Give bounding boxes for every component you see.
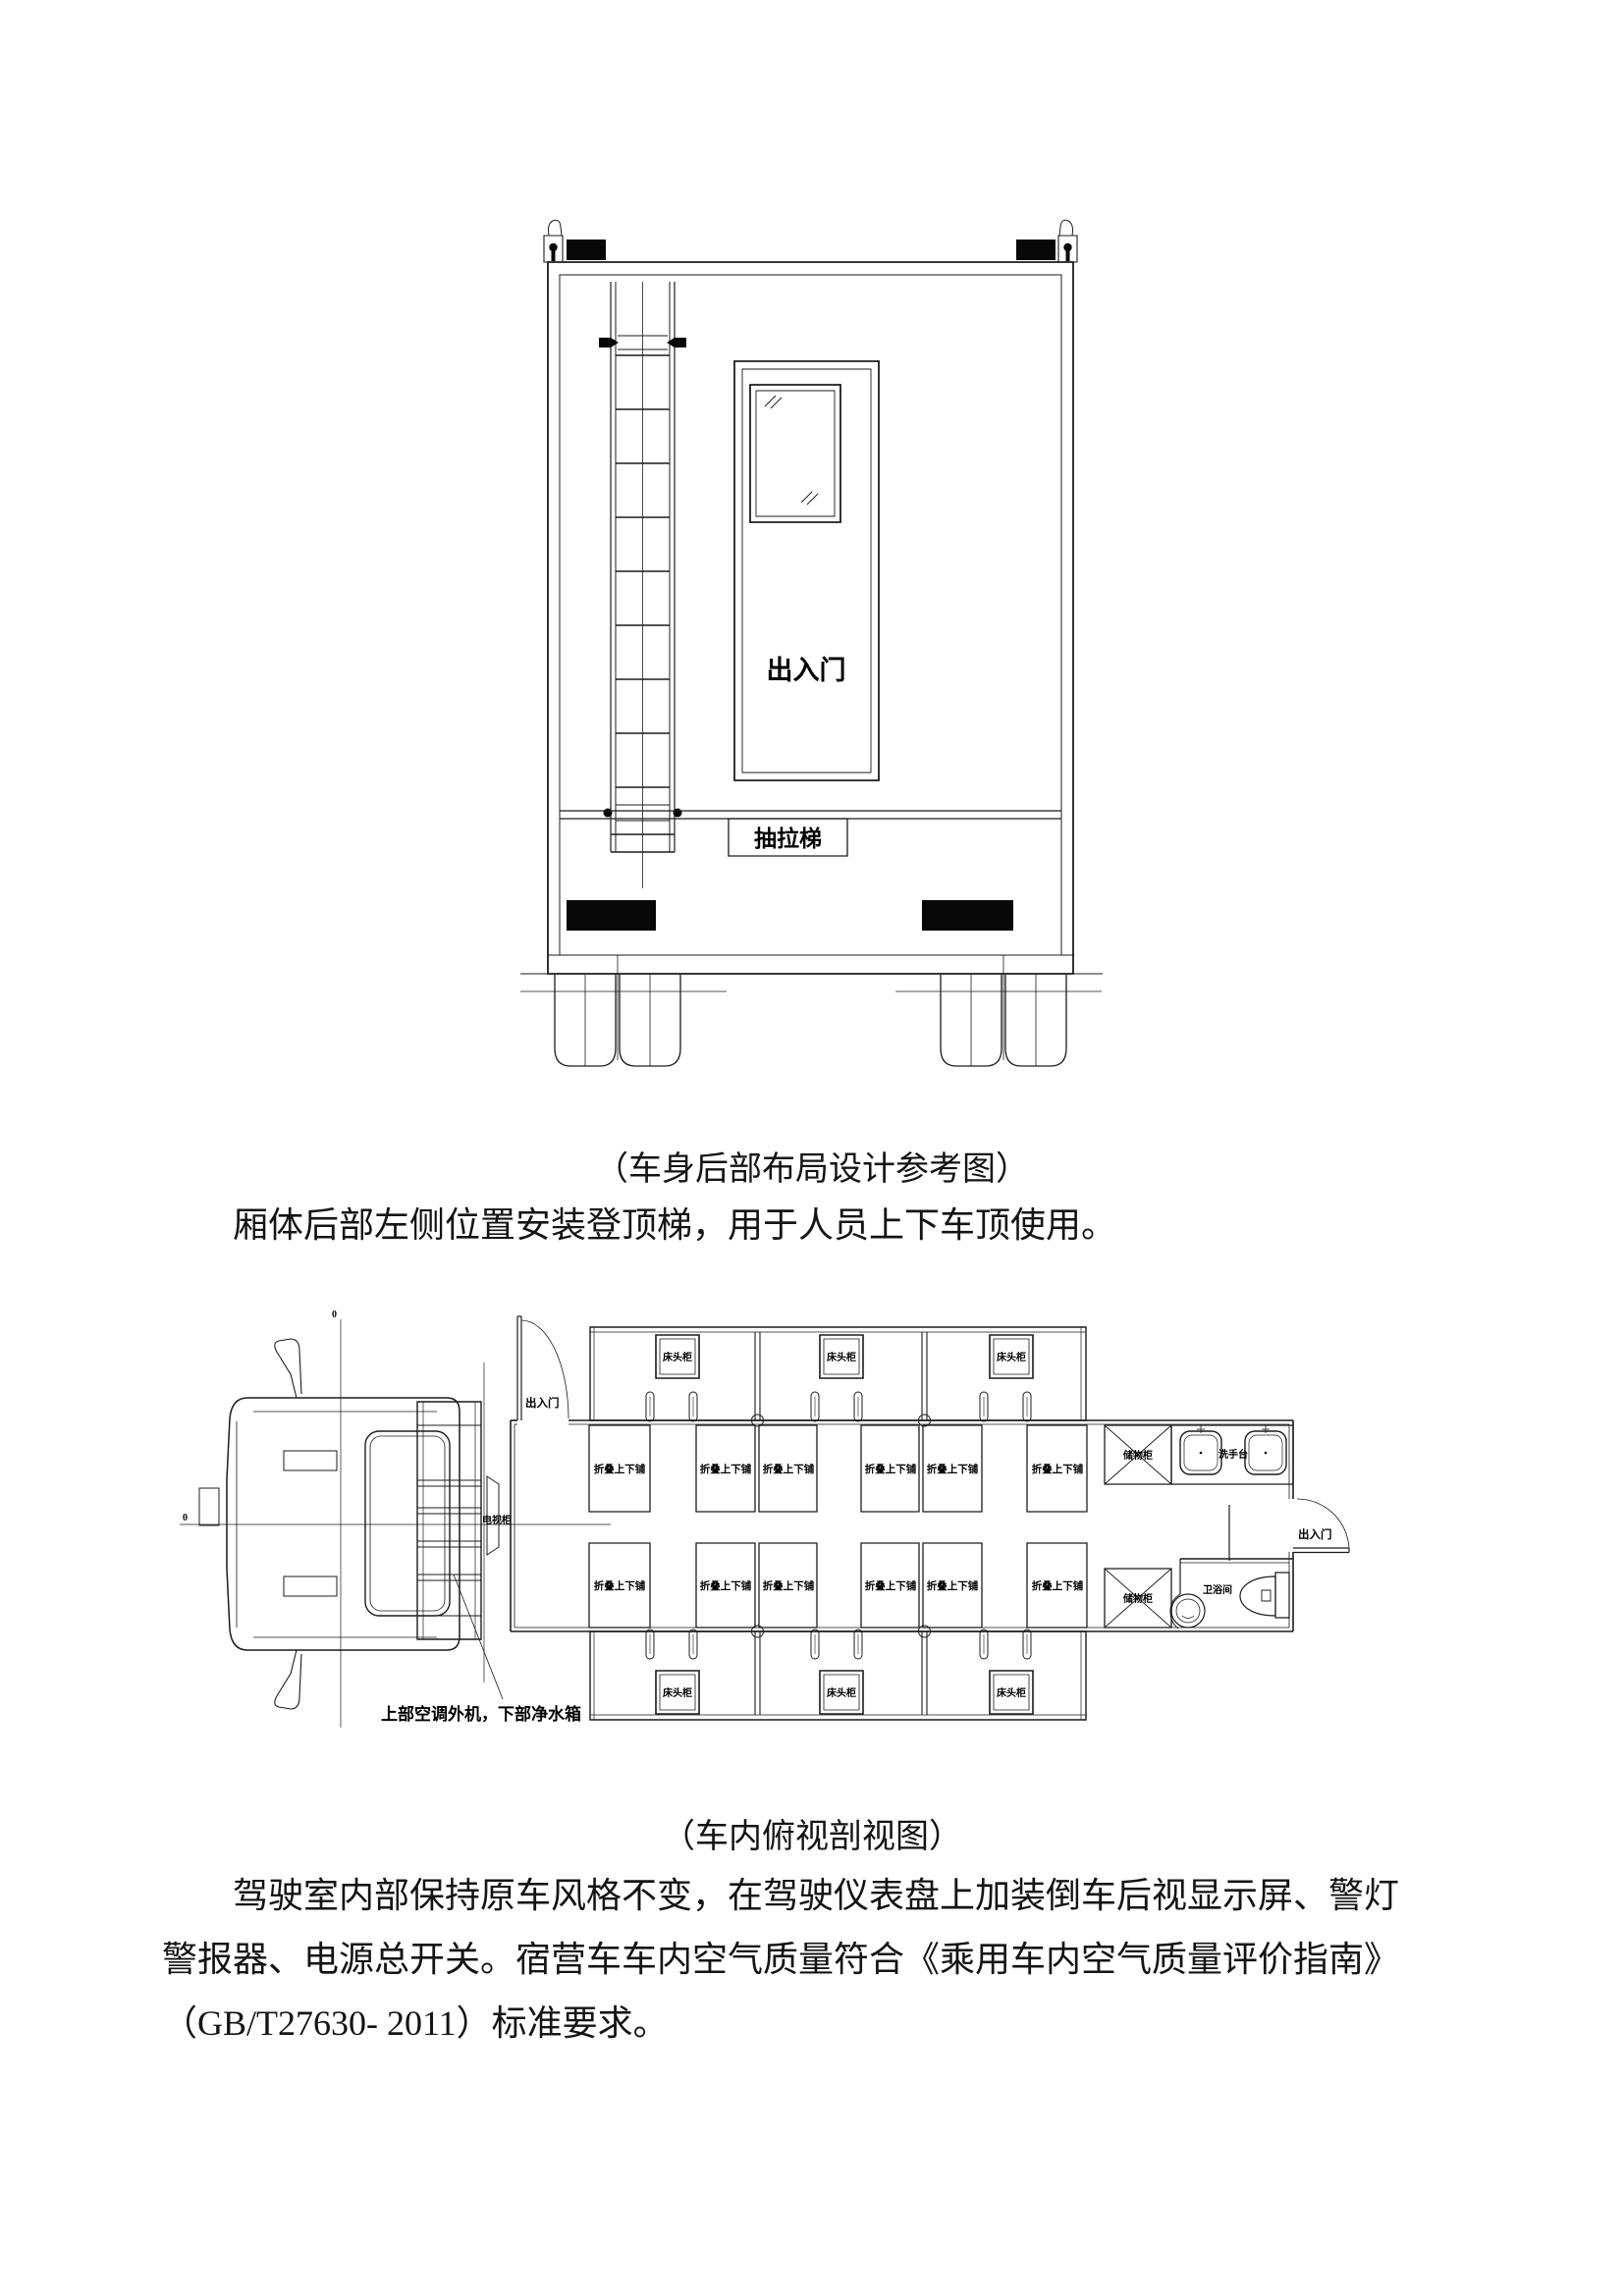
- slideout-bottom: 床头柜 床头柜 床头柜: [590, 1626, 1086, 1720]
- entry-door-right-label: 出入门: [1298, 1527, 1332, 1541]
- bedside-cabinet-bottom-3: 床头柜: [990, 1671, 1033, 1714]
- tv-cabinet-shape: [487, 1476, 499, 1555]
- door-window: [750, 385, 840, 522]
- svg-text:床头柜: 床头柜: [997, 1686, 1026, 1699]
- svg-text:折叠上下铺: 折叠上下铺: [700, 1579, 752, 1592]
- storage-cabinet-top: 储物柜: [1105, 1425, 1171, 1484]
- svg-text:储物柜: 储物柜: [1122, 1449, 1153, 1462]
- svg-text:折叠上下铺: 折叠上下铺: [1032, 1463, 1084, 1475]
- svg-text:折叠上下铺: 折叠上下铺: [594, 1579, 646, 1592]
- svg-text:折叠上下铺: 折叠上下铺: [763, 1463, 815, 1475]
- bedside-cabinet-bottom-2: 床头柜: [820, 1671, 863, 1714]
- tail-lamp-right: [922, 900, 1013, 931]
- ac-watertank-note: 上部空调外机，下部净水箱: [381, 1704, 581, 1724]
- paragraph-plan-line1: 驾驶室内部保持原车风格不变，在驾驶仪表盘上加装倒车后视显示屏、警灯: [233, 1876, 1400, 1915]
- storage-cabinet-bottom: 储物柜: [1105, 1569, 1171, 1628]
- rear-view-diagram: 出入门 抽拉梯: [520, 157, 1110, 1090]
- rear-view-caption: （车身后部布局设计参考图）: [595, 1151, 1029, 1188]
- paragraph-plan-line2: 警报器、电源总开关。宿营车车内空气质量符合《乘用车内空气质量评价指南》: [162, 1940, 1400, 1979]
- corner-lock-right-icon: [1058, 220, 1077, 262]
- bedside-cabinet-top-2: 床头柜: [820, 1335, 863, 1378]
- bathroom: 卫浴间: [1170, 1559, 1293, 1629]
- ac-water-tank-unit: [417, 1402, 481, 1639]
- svg-text:洗手台: 洗手台: [1218, 1448, 1248, 1461]
- svg-text:床头柜: 床头柜: [663, 1686, 692, 1699]
- roof-ladder: [599, 282, 686, 888]
- svg-text:折叠上下铺: 折叠上下铺: [865, 1579, 917, 1592]
- glass-marks-icon: [765, 396, 818, 505]
- cab-mirror-bottom-icon: [275, 1650, 301, 1709]
- entry-door-front: 出入门: [517, 1316, 568, 1420]
- paragraph-rear-view: 厢体后部左侧位置安装登顶梯，用于人员上下车顶使用。: [233, 1205, 1117, 1245]
- cab-roof-hatch: [365, 1431, 450, 1616]
- truck-cab: [199, 1339, 460, 1709]
- wheels: [520, 955, 1103, 1066]
- svg-text:折叠上下铺: 折叠上下铺: [594, 1463, 646, 1475]
- slideout-bottom-latches: [646, 1629, 1031, 1659]
- bunks-bottom-row: 折叠上下铺 折叠上下铺 折叠上下铺 折叠上下铺 折叠上下铺 折叠上下铺: [589, 1543, 1087, 1628]
- svg-text:折叠上下铺: 折叠上下铺: [927, 1579, 979, 1592]
- svg-text:床头柜: 床头柜: [827, 1351, 856, 1363]
- svg-text:折叠上下铺: 折叠上下铺: [763, 1579, 815, 1592]
- svg-text:储物柜: 储物柜: [1122, 1592, 1153, 1605]
- svg-text:床头柜: 床头柜: [663, 1351, 692, 1363]
- pullout-ladder-box: 抽拉梯: [729, 819, 847, 856]
- datum-zero-left: 0: [183, 1513, 188, 1523]
- pullout-ladder-label: 抽拉梯: [754, 826, 822, 851]
- plan-view-diagram: 0 0: [167, 1309, 1394, 1742]
- roof-marker-left: [567, 240, 606, 260]
- rear-door-label: 出入门: [767, 656, 846, 685]
- plan-view-caption: （车内俯视剖视图）: [662, 1819, 962, 1855]
- svg-text:床头柜: 床头柜: [997, 1351, 1026, 1363]
- tv-cabinet-label: 电视柜: [482, 1514, 512, 1526]
- svg-text:折叠上下铺: 折叠上下铺: [700, 1463, 752, 1475]
- bathroom-label: 卫浴间: [1203, 1583, 1232, 1596]
- slideout-top: 床头柜 床头柜 床头柜: [590, 1327, 1086, 1426]
- bedside-cabinet-bottom-1: 床头柜: [656, 1671, 699, 1714]
- bedside-cabinet-top-1: 床头柜: [656, 1335, 699, 1378]
- svg-text:折叠上下铺: 折叠上下铺: [927, 1463, 979, 1475]
- washstand: 洗手台: [1171, 1425, 1293, 1484]
- slideout-top-latches: [646, 1392, 1031, 1421]
- entry-door-right: 出入门: [1229, 1499, 1349, 1561]
- tail-lamp-left: [567, 900, 656, 931]
- rear-door: 出入门: [734, 361, 879, 780]
- roof-marker-right: [1016, 240, 1056, 260]
- entry-door-front-label: 出入门: [525, 1396, 560, 1410]
- bedside-cabinet-top-3: 床头柜: [990, 1335, 1033, 1378]
- toilet-icon: [1240, 1573, 1289, 1618]
- svg-text:折叠上下铺: 折叠上下铺: [1032, 1579, 1084, 1592]
- body-outline: [548, 262, 1073, 974]
- cab-mirror-top-icon: [275, 1339, 301, 1398]
- paragraph-plan-line3: （GB/T27630- 2011）标准要求。: [162, 2003, 669, 2043]
- corner-lock-left-icon: [544, 220, 563, 262]
- bunks-top-row: 折叠上下铺 折叠上下铺 折叠上下铺 折叠上下铺 折叠上下铺 折叠上下铺: [589, 1425, 1087, 1512]
- svg-text:折叠上下铺: 折叠上下铺: [865, 1463, 917, 1475]
- svg-text:床头柜: 床头柜: [827, 1686, 856, 1699]
- datum-zero-top: 0: [332, 1309, 337, 1320]
